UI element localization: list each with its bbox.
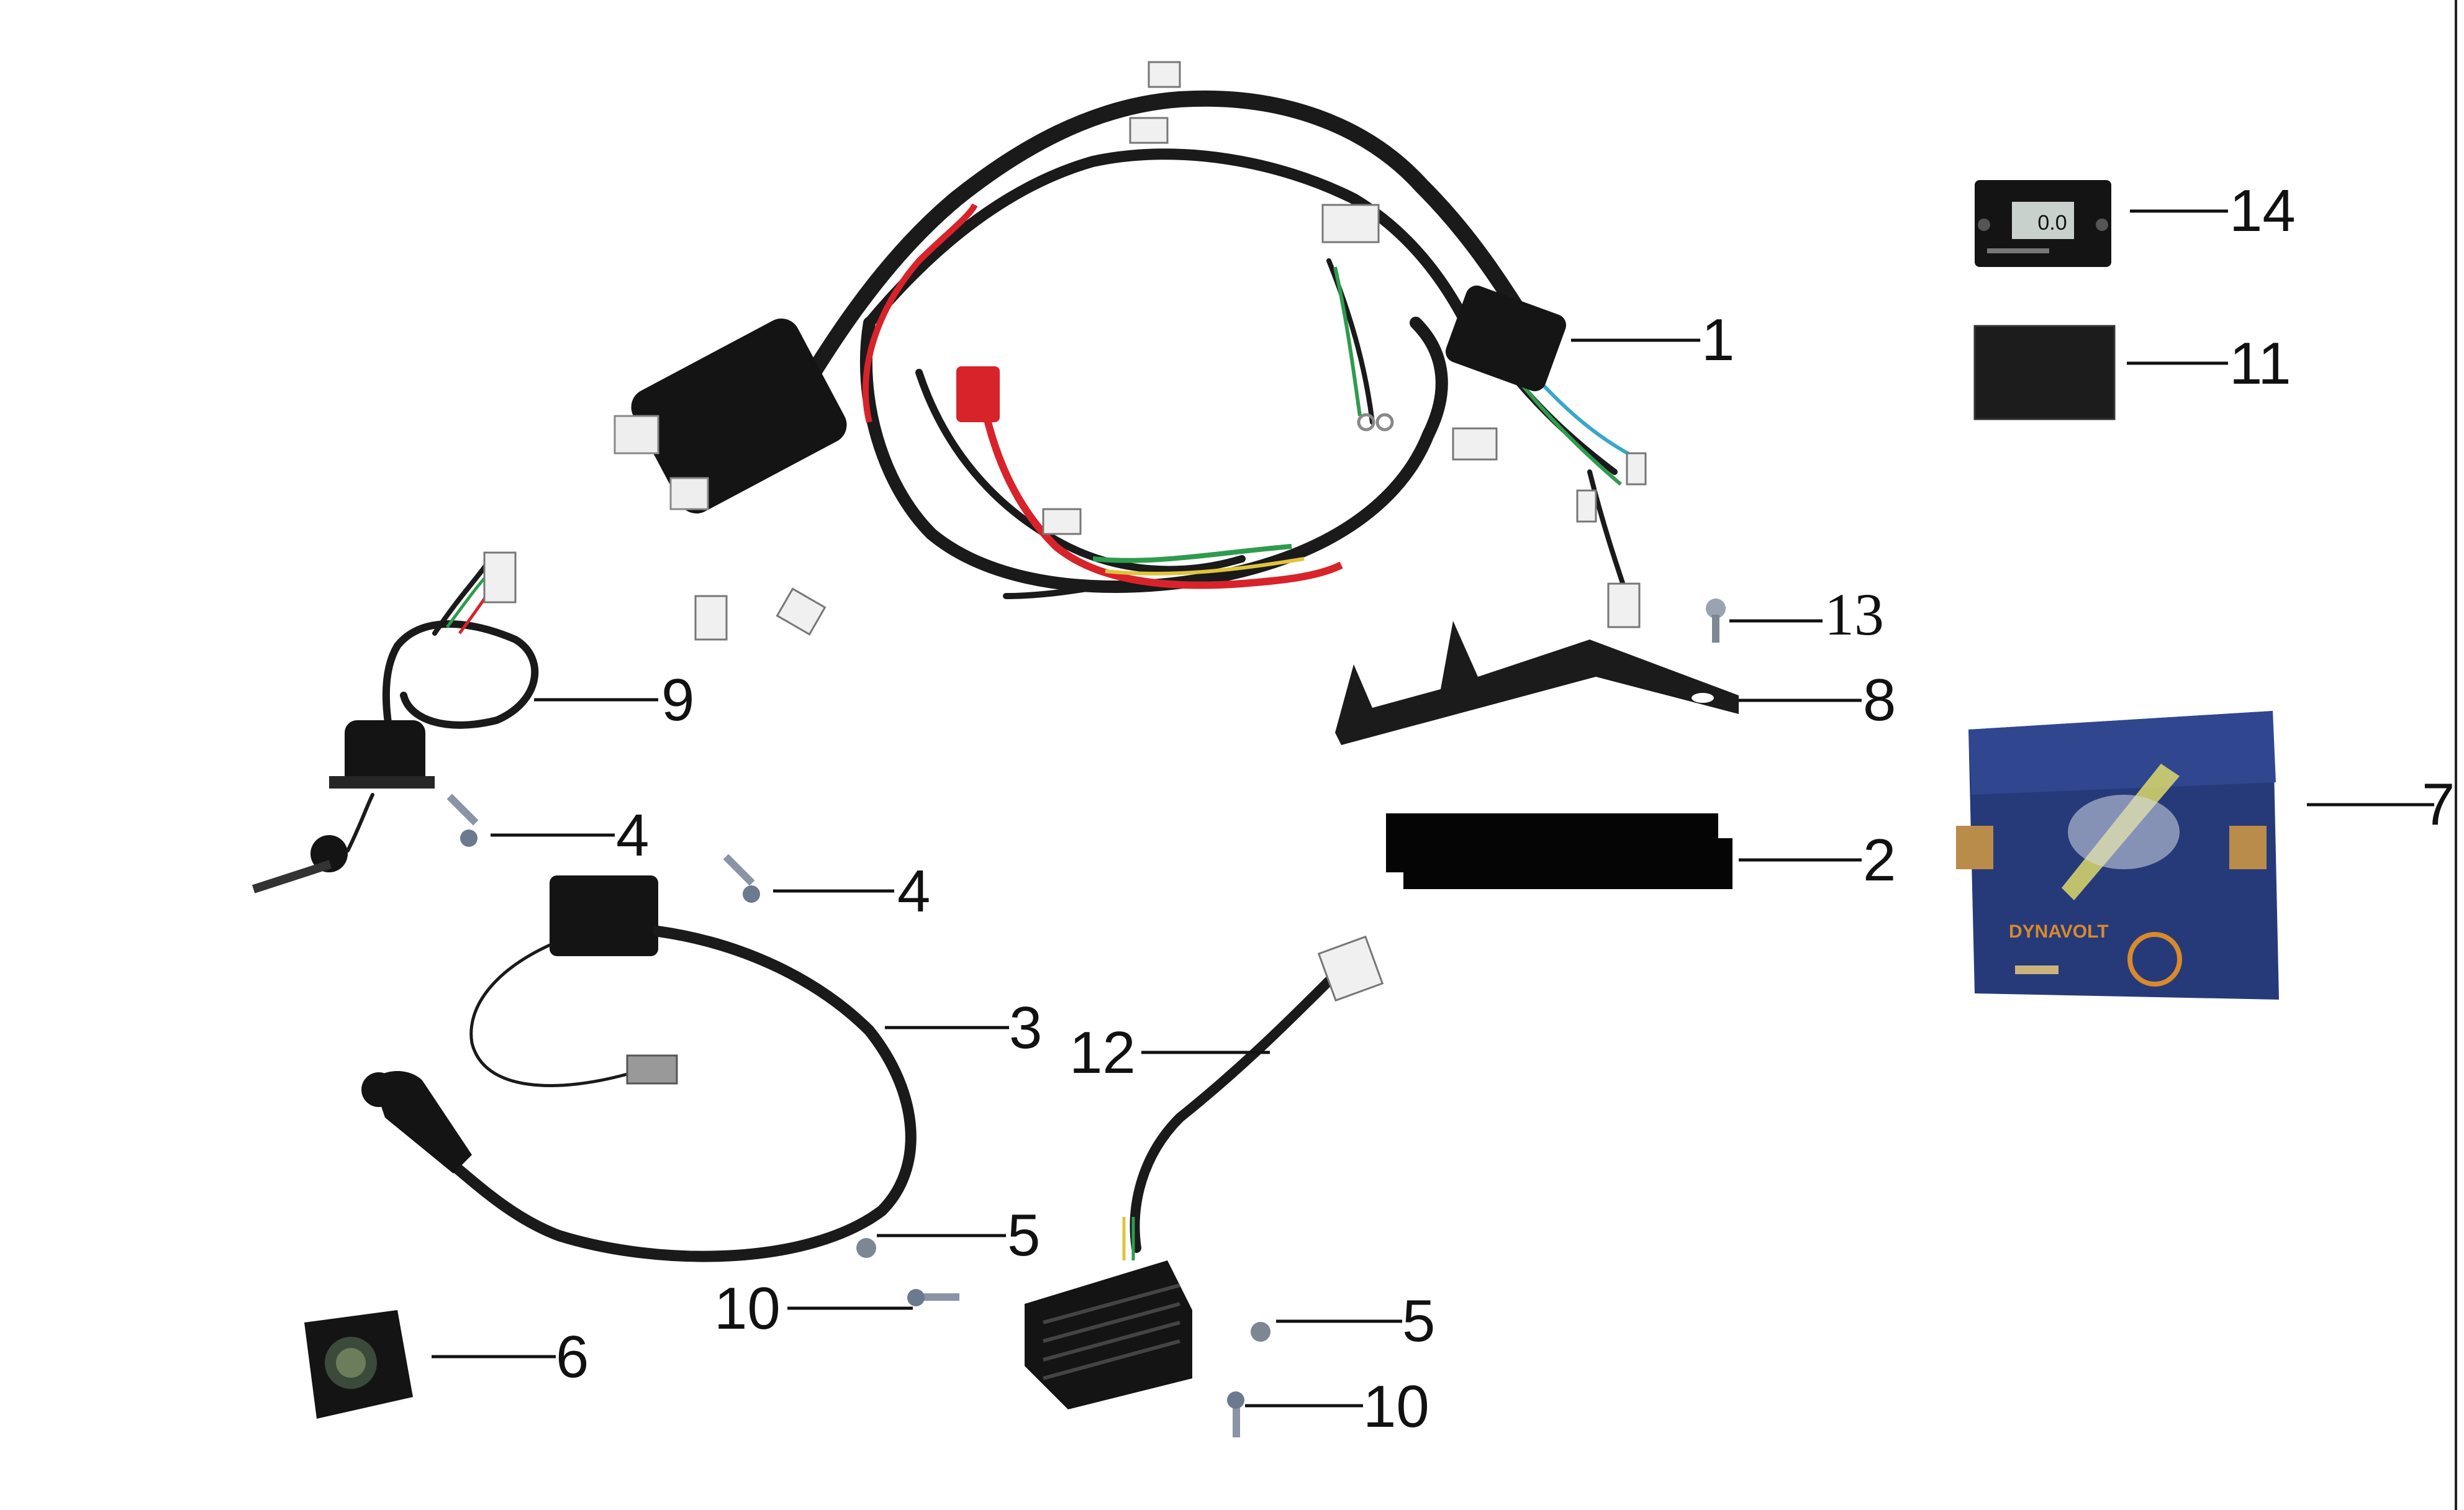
callout-8: 8 [1863,667,1896,733]
callout-7: 7 [2422,771,2455,838]
callout-numbers: 1 14 11 13 8 2 7 9 4 4 3 12 5 10 5 6 10 [556,178,2455,1440]
callout-4a: 4 [616,802,649,869]
callout-9: 9 [661,667,694,733]
part-regulator[interactable] [1025,935,1384,1409]
part-hour-meter[interactable]: 0.0 [1975,180,2111,267]
part-ignition-switch[interactable] [252,551,539,893]
callout-5a: 5 [1007,1202,1040,1268]
part-pad[interactable] [1973,325,2116,420]
callout-2: 2 [1863,827,1896,893]
part-battery[interactable]: DYNAVOLT [1956,711,2279,1000]
part-nut-5b[interactable] [1251,1322,1270,1342]
callout-10b: 10 [1363,1373,1429,1440]
part-wiring-harness[interactable] [614,61,1647,641]
part-screw-13[interactable] [1706,599,1726,643]
part-bolt-4a[interactable] [446,793,479,847]
part-bolt-4b[interactable] [723,854,760,903]
part-nut-5a[interactable] [856,1238,876,1258]
meter-reading: 0.0 [2037,211,2067,235]
callout-5b: 5 [1402,1288,1435,1354]
callout-1: 1 [1701,307,1734,373]
callout-6: 6 [556,1324,589,1390]
callout-4b: 4 [897,858,930,925]
callout-3: 3 [1009,995,1042,1061]
leader-lines [432,209,2434,1408]
part-screw-10a[interactable] [907,1289,959,1306]
callout-11: 11 [2229,330,2291,397]
battery-brand-label: DYNAVOLT [2009,921,2109,942]
part-switch-6[interactable] [304,1310,413,1419]
part-bracket[interactable] [1335,621,1739,745]
part-ignition-coil[interactable] [361,875,917,1262]
callout-12: 12 [1069,1019,1136,1086]
part-screw-10b[interactable] [1227,1391,1244,1437]
callout-13: 13 [1824,581,1884,648]
part-strap[interactable] [1386,813,1732,889]
callout-10a: 10 [714,1275,781,1342]
callout-14: 14 [2229,178,2296,244]
